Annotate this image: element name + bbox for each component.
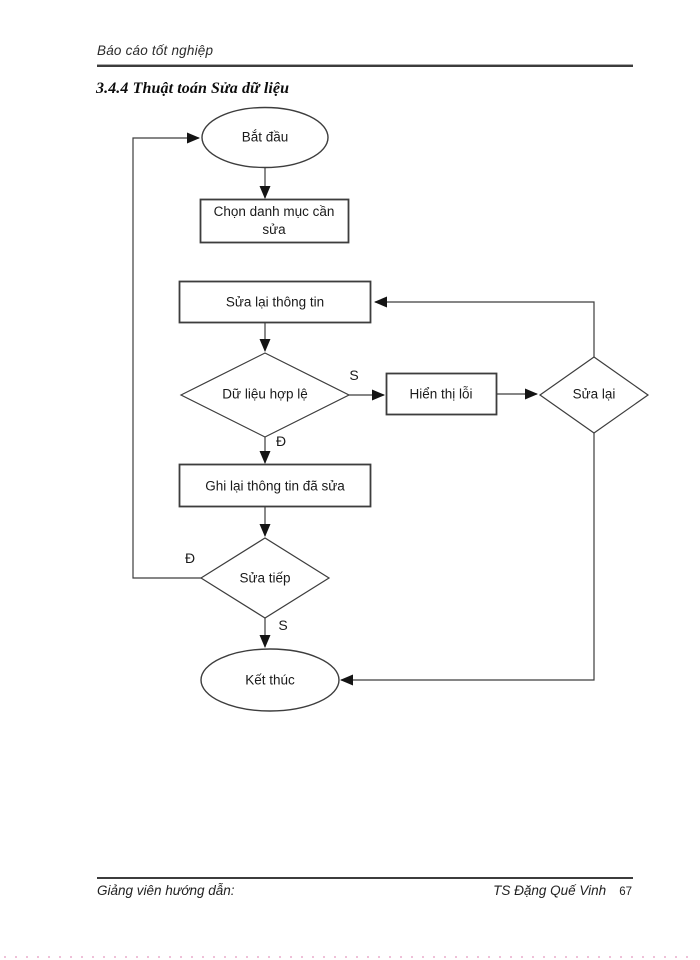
- footer-supervisor-name: TS Đặng Quế Vinh: [493, 883, 607, 898]
- error-process-shape: [385, 372, 498, 416]
- again-decision-shape: [538, 356, 650, 434]
- valid-node-label: Dữ liệu hợp lệ: [222, 386, 308, 402]
- save-process-shape: [178, 463, 372, 508]
- start-terminator-shape: [201, 106, 329, 169]
- footer-supervisor-label: Giảng viên hướng dẫn:: [97, 883, 235, 898]
- save-node-label: Ghi lại thông tin đã sửa: [205, 478, 345, 494]
- choose-node-label: Chọn danh mục cần sửa: [213, 203, 335, 237]
- bottom-dotted-line: [4, 956, 696, 958]
- error-node-label: Hiển thị lỗi: [409, 386, 473, 402]
- again-node-label: Sửa lại: [572, 386, 616, 402]
- footer-right-group: TS Đặng Quế Vinh 67: [493, 883, 632, 898]
- end-node-label: Kết thúc: [245, 672, 295, 688]
- section-heading: 3.4.4 Thuật toán Sửa dữ liệu: [96, 80, 290, 97]
- start-node-label: Bắt đầu: [241, 129, 289, 145]
- choose-process-shape: [199, 198, 350, 244]
- edit-process-shape: [178, 280, 372, 324]
- header-rule: [97, 64, 633, 67]
- continue-to-start-connector: [132, 132, 201, 579]
- again-to-edit-connector: [374, 296, 595, 357]
- footer-rule: [97, 877, 633, 879]
- continue-node-label: Sửa tiếp: [239, 570, 291, 586]
- again-to-end-connector: [340, 433, 595, 686]
- continue-yes-branch-label: Đ: [184, 550, 196, 566]
- end-terminator-shape: [200, 648, 340, 712]
- edit-node-label: Sửa lại thông tin: [225, 294, 325, 310]
- valid-yes-branch-label: S: [349, 367, 359, 383]
- continue-decision-shape: [199, 537, 331, 619]
- valid-no-branch-label: Đ: [275, 433, 287, 449]
- continue-no-branch-label: S: [278, 617, 288, 633]
- header-running-title: Báo cáo tốt nghiệp: [97, 43, 214, 58]
- page-number: 67: [619, 886, 632, 898]
